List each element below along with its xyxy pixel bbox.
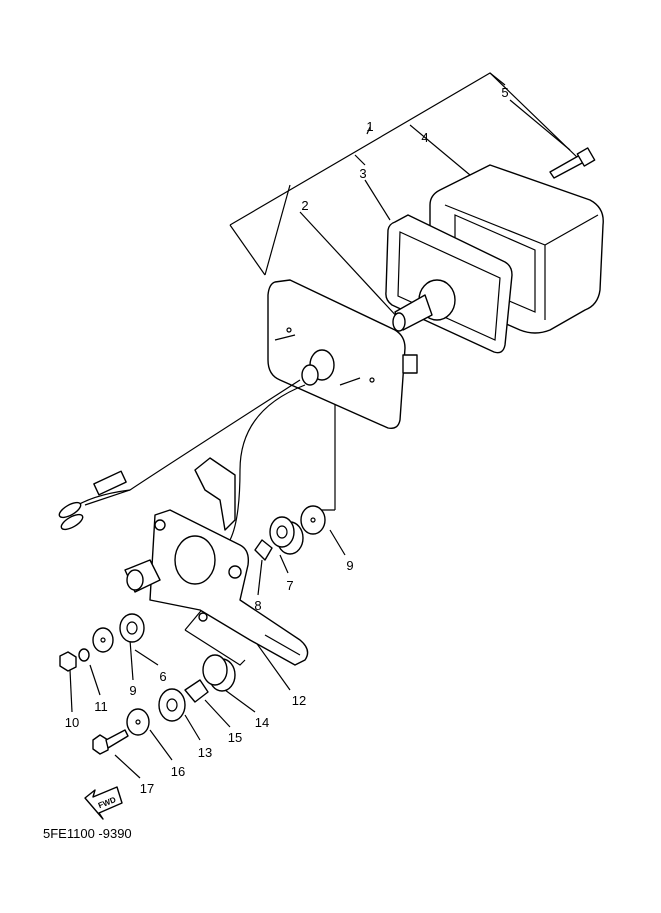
part-label: 3 [359,166,366,181]
part-label: 17 [140,781,154,796]
part-label: 11 [94,699,108,714]
part-label: 9 [129,683,136,698]
screw [549,147,596,179]
part-label: 8 [254,598,261,613]
wire-harness [58,379,306,541]
part-label: 7 [286,578,293,593]
gasket [385,214,513,354]
mounting-bracket [124,457,309,666]
part-label: 16 [171,764,185,779]
fwd-arrow-icon: FWD [84,786,123,820]
part-label: 1 [366,119,373,134]
part-label: 4 [421,130,428,145]
base-plate [267,279,418,430]
part-label: 14 [255,715,269,730]
part-labels: 1 2 3 4 5 6 7 8 9 9 10 11 12 13 14 15 16… [65,85,509,796]
part-label: 13 [198,745,212,760]
bulb [392,279,456,332]
left-hardware [59,613,236,755]
part-label: 10 [65,715,79,730]
drawing-code: 5FE1100 -9390 [43,826,132,841]
part-label: 9 [346,558,353,573]
part-label: 12 [292,693,306,708]
part-label: 5 [501,85,508,100]
part-label: 6 [159,669,166,684]
part-label: 15 [228,730,242,745]
right-hardware [254,505,326,561]
part-label: 2 [301,198,308,213]
